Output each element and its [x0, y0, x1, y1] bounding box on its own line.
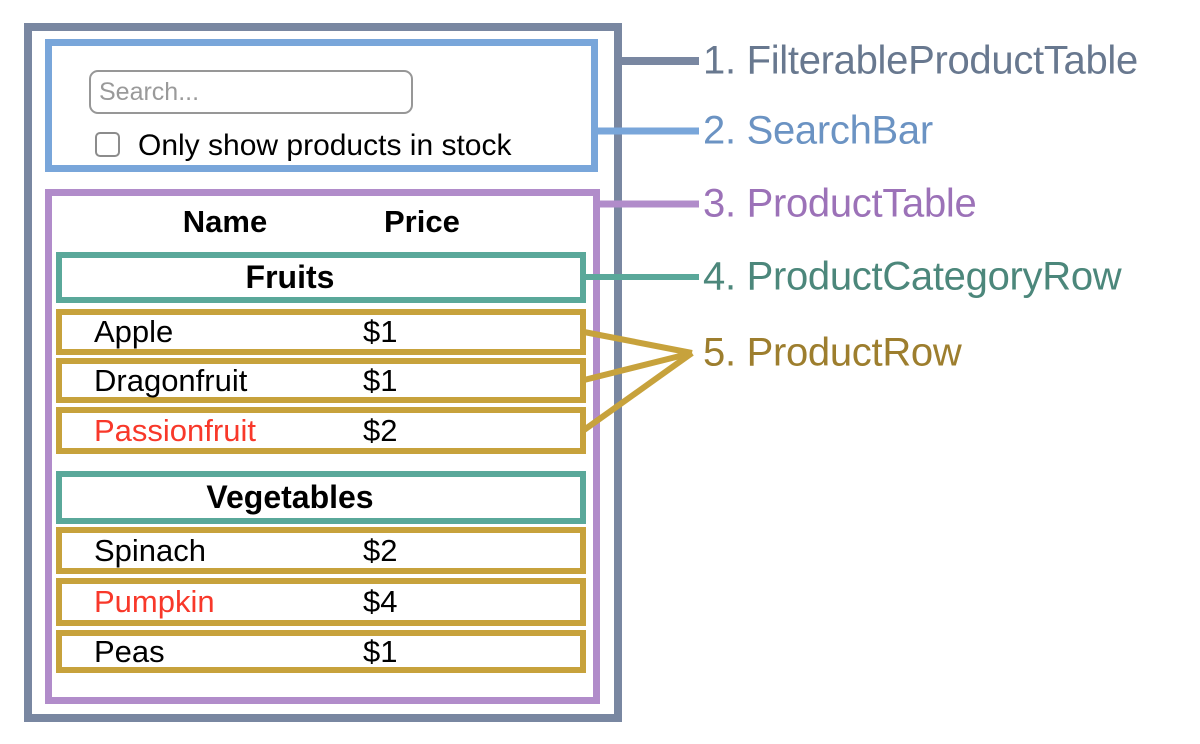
- product-row-dragonfruit: Dragonfruit $1: [56, 358, 586, 403]
- product-name: Passionfruit: [94, 412, 256, 448]
- legend-filterable-product-table: 1. FilterableProductTable: [703, 38, 1138, 83]
- legend-product-row: 5. ProductRow: [703, 330, 962, 375]
- product-row-apple: Apple $1: [56, 309, 586, 355]
- category-label: Fruits: [245, 259, 335, 295]
- product-name: Apple: [94, 314, 174, 349]
- search-input[interactable]: [89, 70, 413, 114]
- product-price: $1: [363, 362, 398, 398]
- price-column-header: Price: [384, 204, 460, 239]
- product-price: $1: [363, 314, 398, 349]
- in-stock-checkbox[interactable]: [95, 132, 120, 157]
- legend-product-table: 3. ProductTable: [703, 181, 977, 226]
- product-name: Spinach: [94, 532, 207, 568]
- category-label: Vegetables: [206, 479, 374, 515]
- category-row-vegetables: Vegetables: [56, 471, 586, 524]
- product-row-spinach: Spinach $2: [56, 527, 586, 574]
- in-stock-checkbox-label: Only show products in stock: [138, 129, 512, 162]
- product-row-passionfruit: Passionfruit $2: [56, 407, 586, 454]
- legend-product-category-row: 4. ProductCategoryRow: [703, 254, 1122, 299]
- product-price: $2: [363, 412, 398, 448]
- legend-search-bar: 2. SearchBar: [703, 108, 933, 153]
- product-name: Pumpkin: [94, 584, 215, 619]
- product-price: $4: [363, 584, 398, 619]
- product-name: Dragonfruit: [94, 362, 248, 398]
- product-row-peas: Peas $1: [56, 630, 586, 673]
- product-row-pumpkin: Pumpkin $4: [56, 578, 586, 626]
- product-price: $1: [363, 633, 398, 669]
- product-price: $2: [363, 532, 398, 568]
- name-column-header: Name: [182, 204, 268, 239]
- product-name: Peas: [94, 633, 165, 669]
- category-row-fruits: Fruits: [56, 252, 586, 303]
